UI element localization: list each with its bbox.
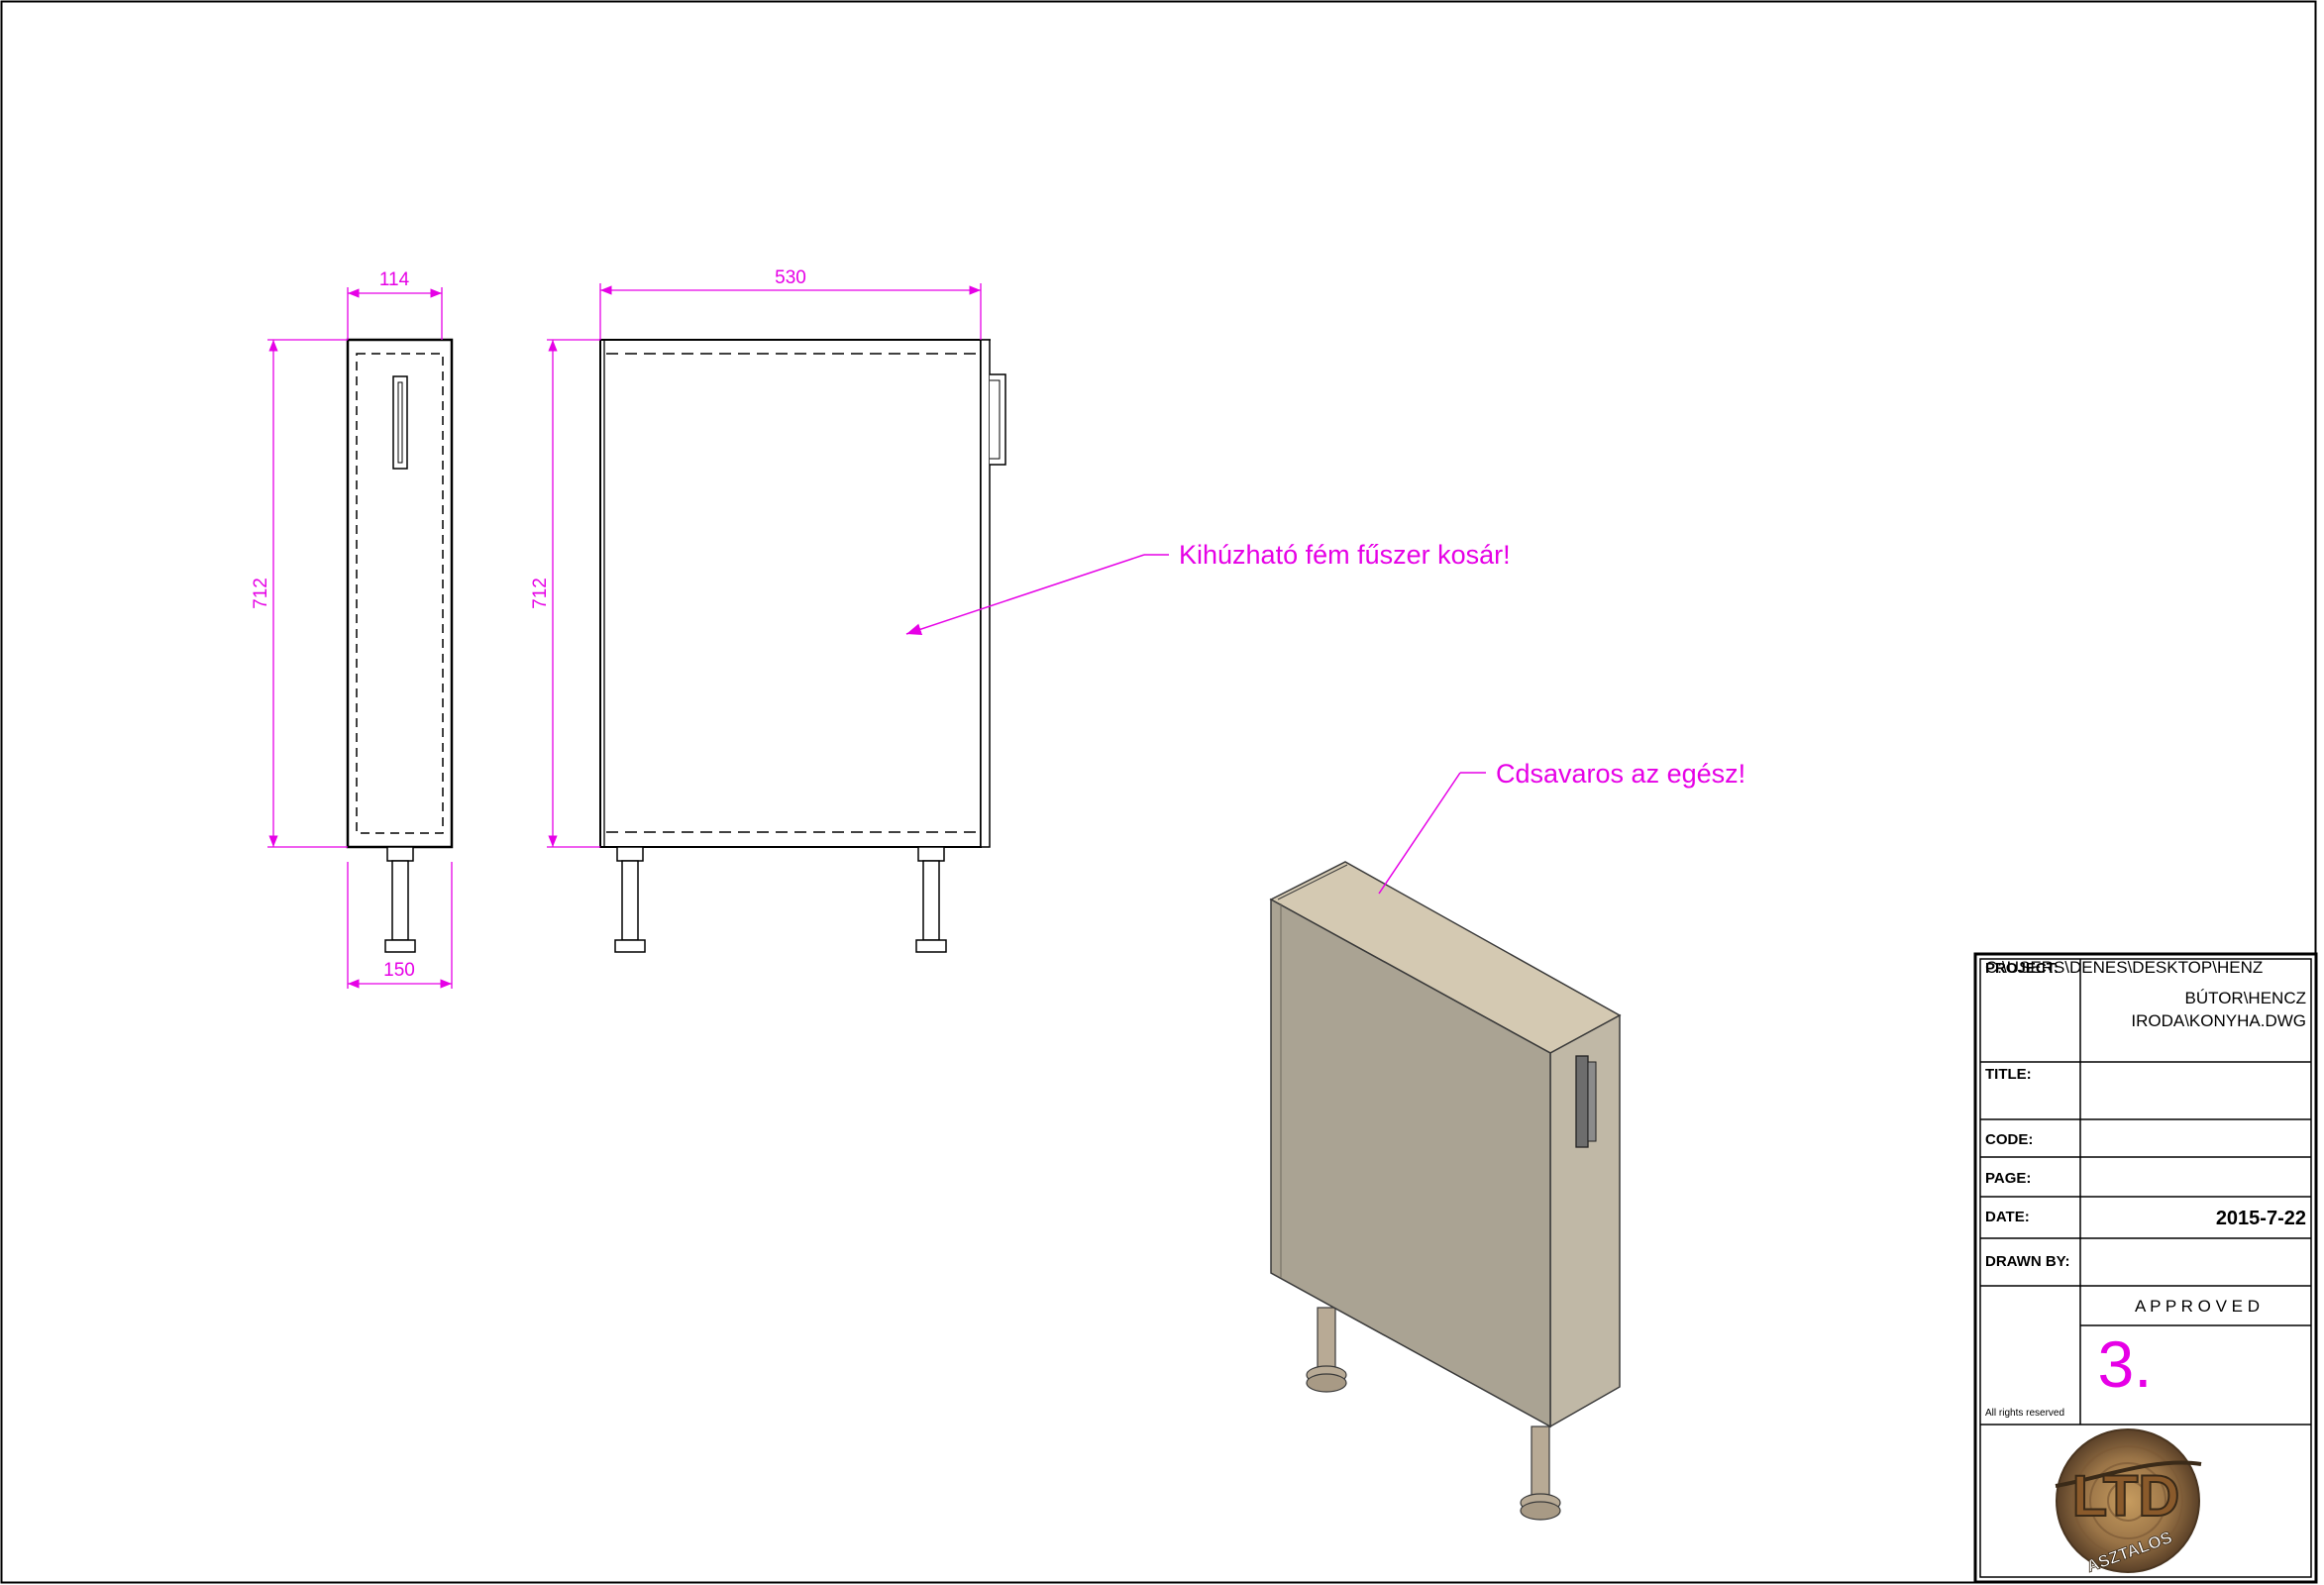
date-label: DATE: (1985, 1209, 2030, 1225)
note-screws: Cdsavaros az egész! (1496, 759, 1745, 789)
leg-front-foot (384, 939, 416, 953)
company-logo: LTD ASZTALOS (2055, 1428, 2202, 1576)
project-overprint: C:\USERS\DENES\DESKTOP\HENZ (1985, 958, 2263, 977)
drawn-by-label: DRAWN BY: (1985, 1253, 2070, 1270)
project-line-3: IRODA\KONYHA.DWG (2131, 1011, 2306, 1030)
dim-side-depth: 530 (775, 267, 806, 288)
side-dimensions (547, 283, 982, 848)
rights-text: All rights reserved (1985, 1408, 2064, 1419)
title-block (1973, 952, 2318, 1584)
iso-handle (1575, 1055, 1589, 1148)
leg-front-shaft (391, 860, 409, 941)
logo-text: LTD (2072, 1464, 2179, 1529)
front-hidden-lines (356, 353, 444, 834)
side-door-edge (980, 339, 991, 848)
approved-value: 3. (2097, 1327, 2152, 1401)
front-view (346, 338, 454, 953)
iso-side-face (1270, 898, 1551, 1428)
page-label: PAGE: (1985, 1170, 2031, 1187)
side-view (599, 339, 1006, 953)
dim-side-height: 712 (530, 578, 551, 609)
handle-front-inner (397, 381, 403, 464)
note-screws-leader (1378, 772, 1486, 895)
leg-side-right-foot (915, 939, 947, 953)
dim-front-height: 712 (251, 578, 271, 609)
title-label: TITLE: (1985, 1066, 2032, 1083)
note-basket-leader (905, 554, 1169, 635)
side-panel (599, 339, 982, 848)
date-value: 2015-7-22 (2216, 1208, 2306, 1229)
handle-side (990, 373, 1006, 466)
code-label: CODE: (1985, 1131, 2033, 1148)
note-basket: Kihúzható fém fűszer kosár! (1179, 540, 1511, 570)
dim-front-width: 114 (379, 269, 410, 290)
isometric-view (1269, 861, 1622, 1521)
leg-side-right-top (917, 846, 945, 862)
project-label: PROJECT: (1985, 960, 2059, 977)
leg-front-top (386, 846, 414, 862)
project-line-2: BÚTOR\HENCZ (2185, 989, 2306, 1007)
handle-front (392, 375, 408, 470)
approved-label: A P P R O V E D (2135, 1297, 2260, 1316)
front-dimensions (267, 287, 453, 989)
leg-side-left-shaft (621, 860, 639, 941)
leg-side-left-top (616, 846, 644, 862)
leg-side-left-foot (614, 939, 646, 953)
dim-front-leg-width: 150 (383, 960, 415, 981)
leg-side-right-shaft (922, 860, 940, 941)
